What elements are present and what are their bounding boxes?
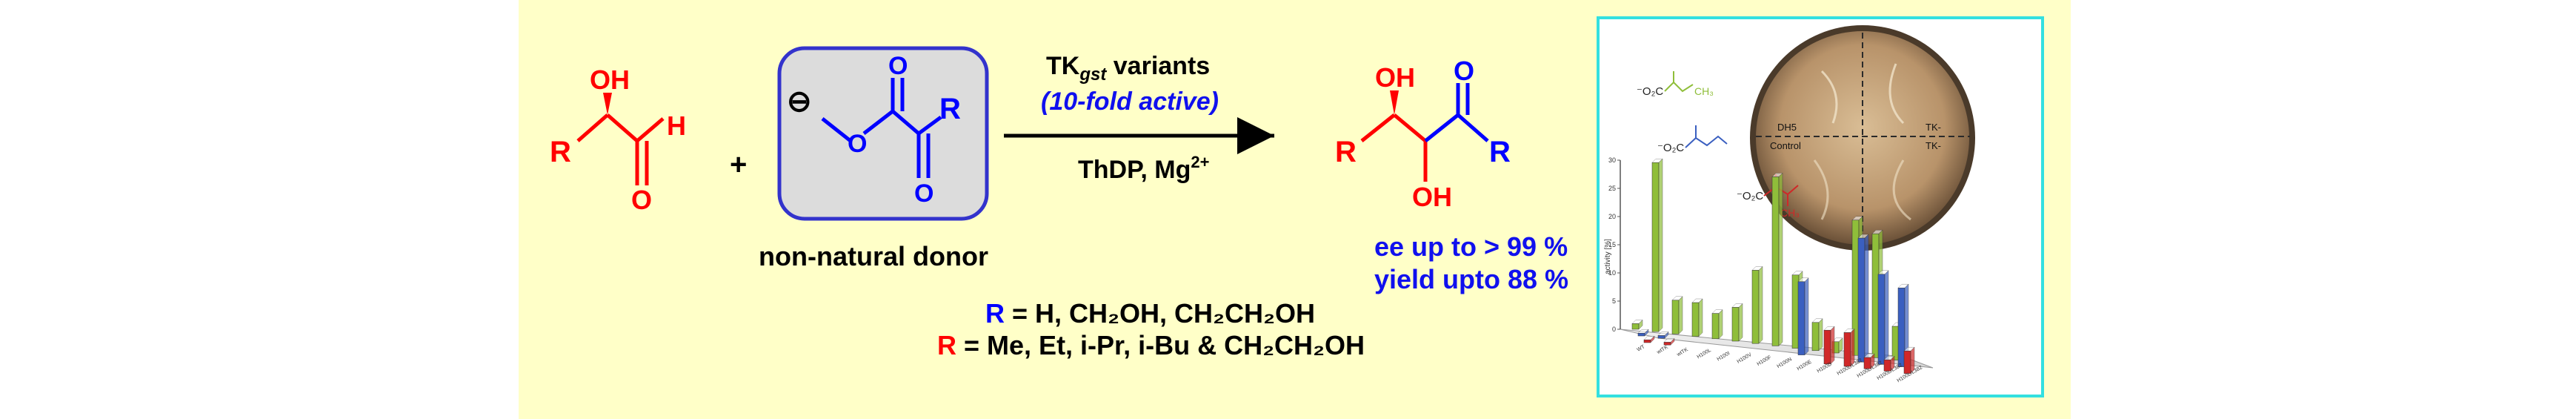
blue-r-values: = H, CH₂OH, CH₂CH₂OH [1012,298,1316,329]
bar-blue-8 [1797,277,1809,356]
donor-r: R [939,93,961,125]
inset-donor-green: ⁻O₂C CH₃ [1637,71,1714,98]
svg-text:⁻O₂C: ⁻O₂C [1657,142,1684,154]
y-tick-label: 20 [1608,213,1616,220]
y-tick-label: 15 [1608,241,1616,248]
red-r-values: = Me, Et, i-Pr, i-Bu & CH₂CH₂OH [964,330,1365,360]
plus-sign: + [730,148,747,181]
bar-green-1 [1651,158,1663,332]
product-red-bonds [1360,113,1428,182]
bar-green-4 [1711,309,1723,340]
donor-o-ester: O [848,130,867,158]
x-tick-label: H100I [1717,351,1731,362]
inset-canvas: DH5 TK- Control TK- ⁻O₂C CH₃ ⁻O₂C ⁻O₂C [1604,25,1975,383]
substituent-line-blue: R = H, CH₂OH, CH₂CH₂OH [985,298,1315,329]
bar-red-0 [1643,335,1655,343]
y-ticks: 0 5 10 15 20 25 30 [1608,156,1620,333]
reactant-o: O [631,185,652,215]
reactant-r: R [550,136,571,168]
bar-red-1 [1663,337,1675,346]
bar-green-3 [1691,298,1703,337]
ee-result: ee up to > 99 % [1374,231,1568,262]
y-tick-label: 25 [1608,185,1616,192]
y-axis-label: activity [%] [1604,239,1612,274]
inset-frame: DH5 TK- Control TK- ⁻O₂C CH₃ ⁻O₂C ⁻O₂C [1597,16,2044,397]
y-tick-label: 5 [1612,297,1616,305]
x-tick-label: WT [1637,344,1647,353]
product-blue-bonds [1424,83,1489,142]
x-tick-label: H100E [1797,359,1813,372]
product-oh-bottom: OH [1412,182,1452,212]
svg-text:⁻O₂C: ⁻O₂C [1637,85,1663,98]
red-r-label: R [937,330,956,360]
donor-box [777,46,989,221]
blue-r-label: R [985,298,1005,329]
reactant-h: H [667,110,686,141]
x-tick-label: H100N [1777,357,1793,369]
plate-label-4: TK- [1926,140,1941,151]
reactant-hydroxyaldehyde [576,113,665,185]
bar-blue-0 [1637,329,1649,337]
product-oh-top: OH [1375,62,1415,93]
bar-red-9 [1823,326,1835,365]
y-tick-label: 30 [1608,156,1616,164]
bar-blue-12 [1877,270,1889,366]
bar-red-10 [1843,328,1855,367]
bar-blue-11 [1857,234,1869,363]
wedge-bond [603,93,612,115]
product-o: O [1454,56,1474,86]
yield-result: yield upto 88 % [1374,264,1569,294]
x-tick-label: H100V [1737,352,1753,365]
inset-donor-blue: ⁻O₂C [1657,125,1728,154]
enzyme-label: TKgst variants [1046,52,1210,85]
bar-red-12 [1883,355,1895,372]
reactant-oh: OH [590,65,630,95]
svg-text:CH₃: CH₃ [1694,85,1714,97]
product-r-right: R [1489,136,1511,168]
bar-red-11 [1863,353,1875,369]
svg-text:CH₃: CH₃ [1780,207,1800,219]
bar-blue-1 [1657,331,1669,339]
bar-blue-13 [1897,283,1909,368]
cofactors-label: ThDP, Mg2+ [1078,153,1209,184]
x-tick-label: H100L [1697,348,1712,360]
agar-plate: DH5 TK- Control TK- [1750,25,1975,251]
bar-chart: 0 5 10 15 20 25 30 activity [%] WT wtTK wtTK H100… [1604,156,1934,383]
svg-text:⁻O₂C: ⁻O₂C [1737,190,1763,202]
plate-label-1: DH5 [1777,122,1797,133]
chart-floor [1620,329,1934,369]
donor-caption: non-natural donor [759,241,988,271]
y-tick-label: 0 [1612,326,1616,333]
activity-note: (10-fold active) [1041,88,1219,116]
bar-green-9 [1811,318,1823,352]
substituent-line-red: R = Me, Et, i-Pr, i-Bu & CH₂CH₂OH [937,330,1365,361]
y-tick-label: 10 [1608,269,1616,277]
donor-o-top: O [888,52,908,80]
x-tick-label: H100F [1757,354,1773,367]
plate-label-2: TK- [1926,122,1941,133]
bar-green-6 [1751,265,1763,344]
donor-o-bottom: O [914,179,933,208]
bar-green-7 [1771,172,1783,347]
donor-structure [821,78,942,178]
product-r-left: R [1335,136,1357,168]
x-tick-label: wtTK [1656,345,1669,356]
x-tick-label: wtTK [1676,347,1689,358]
bar-series [1631,158,1915,375]
product-wedge [1390,90,1399,115]
bar-green-0 [1631,319,1643,330]
bar-red-13 [1903,346,1915,375]
plate-label-3: Control [1770,140,1801,151]
inset-donor-red: ⁻O₂C CH₃ [1737,174,1800,219]
bar-green-5 [1731,303,1743,342]
donor-charge: ⊖ [787,85,812,118]
bar-green-2 [1671,296,1683,335]
